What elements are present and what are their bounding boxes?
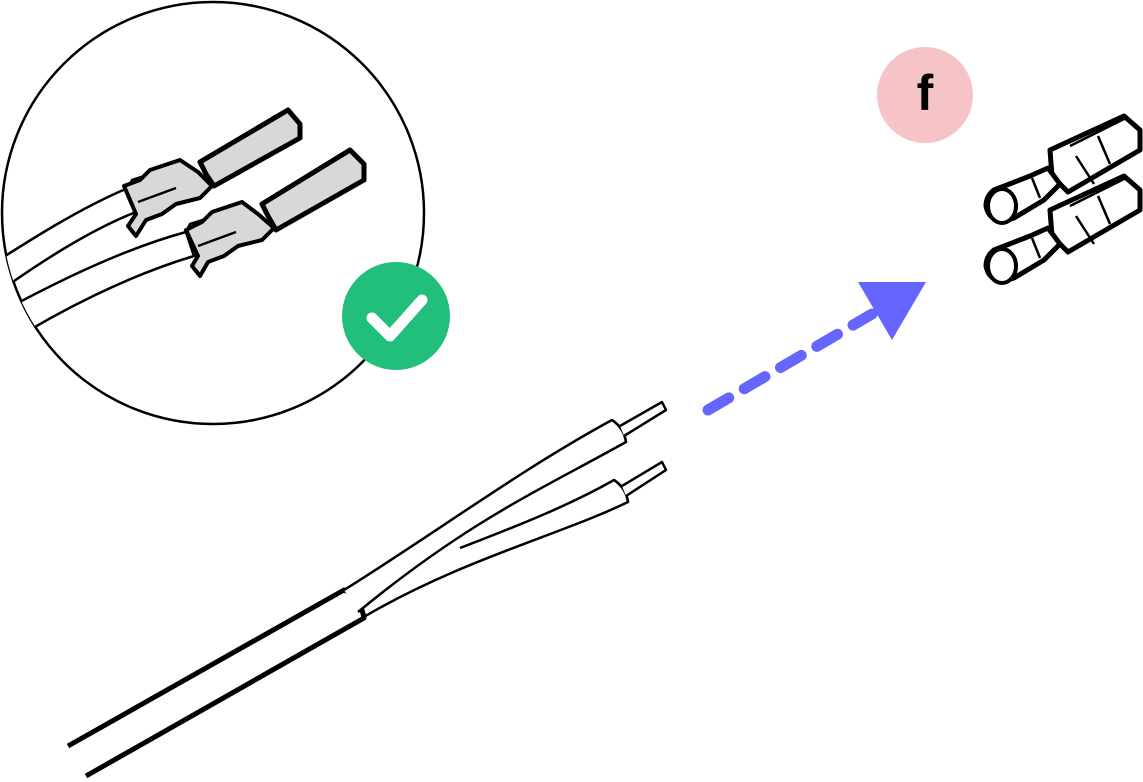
detail-terminal-upper [122,107,303,238]
cable-sheath [66,587,367,779]
crimped-terminals-detail-icon [2,107,367,350]
conductor-lower [621,460,668,498]
detail-view [0,0,450,426]
crimp-terminal-icon [983,113,1143,285]
terminal-lower [983,173,1143,285]
step-badge: f [877,47,973,143]
dashed-arrow-icon [702,282,926,416]
conductor-upper [619,400,668,438]
terminal-upper [983,113,1143,225]
checkmark-icon [342,262,450,370]
detail-terminal-lower [184,147,367,278]
step-label: f [916,65,934,121]
two-core-cable-icon [66,400,668,779]
